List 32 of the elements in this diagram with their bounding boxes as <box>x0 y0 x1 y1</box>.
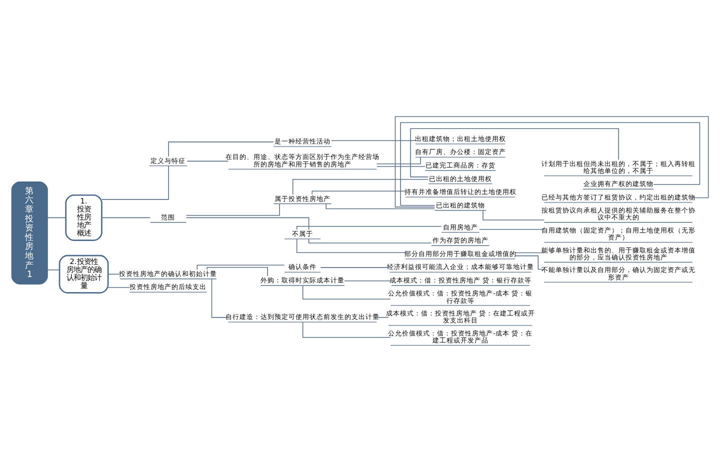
connector <box>514 252 544 254</box>
connector <box>108 287 130 288</box>
connector <box>320 267 390 268</box>
connector <box>482 210 544 220</box>
connector <box>101 165 169 200</box>
connector <box>344 280 392 282</box>
connector <box>312 190 406 195</box>
connector <box>302 322 391 338</box>
connector <box>102 217 151 218</box>
connector <box>196 264 285 270</box>
connector <box>410 128 619 178</box>
connector <box>186 203 280 216</box>
connector <box>331 140 416 141</box>
connector <box>186 160 229 162</box>
connector <box>296 226 442 230</box>
connector <box>186 217 310 230</box>
connector <box>302 285 391 300</box>
connector <box>376 166 426 167</box>
connector <box>326 204 435 210</box>
connector <box>108 274 120 275</box>
connector <box>47 217 66 218</box>
connector <box>514 255 544 270</box>
connector <box>206 266 268 276</box>
connector <box>168 142 274 157</box>
connector <box>376 317 389 318</box>
connector <box>296 238 406 253</box>
connector <box>211 278 229 318</box>
connector <box>308 238 432 244</box>
connector <box>479 228 544 230</box>
connector <box>376 157 421 164</box>
connector <box>292 178 429 195</box>
node-box: 第六章投资性房地产1 <box>11 181 48 285</box>
